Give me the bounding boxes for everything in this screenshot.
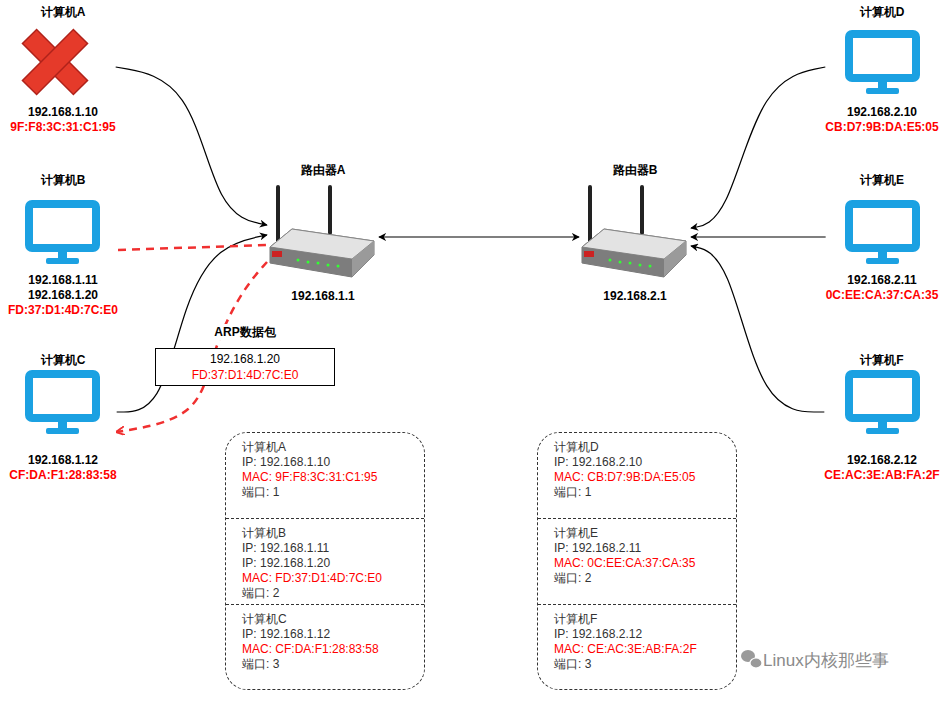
icon-spacer xyxy=(9,368,116,453)
failed-computer-cross xyxy=(22,29,87,94)
arp-reply-path xyxy=(118,245,267,250)
node-text: MAC: CE:AC:3E:AB:FA:2F xyxy=(554,642,720,657)
arp-reply-path xyxy=(117,262,267,432)
icon-spacer xyxy=(824,368,939,453)
node-text: 端口: 2 xyxy=(242,586,408,601)
node-text: 192.168.2.1 xyxy=(579,289,691,304)
computer-node: 计算机A 192.168.1.109F:F8:3C:31:C1:95 xyxy=(10,4,115,135)
node-text: 计算机A xyxy=(242,440,408,455)
icon-spacer xyxy=(10,20,115,105)
node-text: 计算机B xyxy=(242,526,408,541)
arp-packet-frame: 192.168.1.20FD:37:D1:4D:7C:E0 xyxy=(155,348,335,386)
icon-spacer xyxy=(267,178,379,289)
node-text: 端口: 1 xyxy=(242,485,408,500)
node-text: IP: 192.168.1.20 xyxy=(242,556,408,571)
node-text: 计算机C xyxy=(242,612,408,627)
node-text: 192.168.2.11 xyxy=(826,273,939,288)
node-title: 计算机D xyxy=(825,4,938,20)
router-icon xyxy=(270,185,374,277)
computer-node: 计算机F 192.168.2.12CE:AC:3E:AB:FA:2F xyxy=(824,352,939,483)
icon-spacer xyxy=(579,178,691,289)
node-text: IP: 192.168.2.10 xyxy=(554,455,720,470)
node-title: 计算机C xyxy=(9,352,116,368)
network-link xyxy=(379,236,579,237)
node-title: ARP数据包 xyxy=(211,324,278,340)
mac-table: 计算机DIP: 192.168.2.10MAC: CB:D7:9B:DA:E5:… xyxy=(537,432,737,690)
node-text: MAC: CF:DA:F1:28:83:58 xyxy=(242,642,408,657)
computer-icon xyxy=(849,34,916,94)
network-link xyxy=(691,236,826,237)
node-text: 192.168.1.20 xyxy=(8,288,118,303)
router-node: 路由器B 192.168.2.1 xyxy=(579,162,691,304)
node-title: 计算机A xyxy=(10,4,115,20)
mac-table: 计算机AIP: 192.168.1.10MAC: 9F:F8:3C:31:C1:… xyxy=(225,432,425,690)
mac-table-row: 计算机CIP: 192.168.1.12MAC: CF:DA:F1:28:83:… xyxy=(226,605,424,689)
node-text: 端口: 3 xyxy=(554,657,720,672)
node-title: 计算机B xyxy=(8,172,118,188)
arp-packet-box: ARP数据包 192.168.1.20FD:37:D1:4D:7C:E0 xyxy=(155,324,335,386)
node-text: 端口: 3 xyxy=(242,657,408,672)
node-text: IP: 192.168.2.12 xyxy=(554,627,720,642)
node-text: 计算机E xyxy=(554,526,720,541)
watermark: Linux内核那些事 xyxy=(763,649,889,672)
computer-node: 计算机B 192.168.1.11192.168.1.20FD:37:D1:4D:… xyxy=(8,172,118,318)
mac-table-row: 计算机FIP: 192.168.2.12MAC: CE:AC:3E:AB:FA:… xyxy=(538,605,736,689)
node-text: 192.168.1.10 xyxy=(10,105,115,120)
computer-icon xyxy=(29,374,96,434)
node-text: IP: 192.168.1.10 xyxy=(242,455,408,470)
network-link xyxy=(116,67,267,225)
icon-spacer xyxy=(8,188,118,273)
node-text: CF:DA:F1:28:83:58 xyxy=(9,468,116,483)
node-text: 计算机D xyxy=(554,440,720,455)
network-link xyxy=(691,67,825,228)
computer-icon xyxy=(849,374,916,434)
node-title: 计算机E xyxy=(826,172,939,188)
node-text: 192.168.2.12 xyxy=(824,453,939,468)
node-text: MAC: 0C:EE:CA:37:CA:35 xyxy=(554,556,720,571)
computer-node: 计算机D 192.168.2.10CB:D7:9B:DA:E5:05 xyxy=(825,4,938,135)
node-text: 192.168.1.12 xyxy=(9,453,116,468)
node-text: 计算机F xyxy=(554,612,720,627)
node-text: MAC: 9F:F8:3C:31:C1:95 xyxy=(242,470,408,485)
node-text: 192.168.1.11 xyxy=(8,273,118,288)
computer-node: 计算机E 192.168.2.110C:EE:CA:37:CA:35 xyxy=(826,172,939,303)
node-text: FD:37:D1:4D:7C:E0 xyxy=(8,303,118,318)
router-icon xyxy=(582,185,686,277)
node-text: MAC: CB:D7:9B:DA:E5:05 xyxy=(554,470,720,485)
node-text: 9F:F8:3C:31:C1:95 xyxy=(10,120,115,135)
node-text: IP: 192.168.2.11 xyxy=(554,541,720,556)
node-text: 端口: 2 xyxy=(554,571,720,586)
node-text: 端口: 1 xyxy=(554,485,720,500)
node-text: 192.168.1.20 xyxy=(156,351,334,367)
node-text: FD:37:D1:4D:7C:E0 xyxy=(156,367,334,383)
mac-table-row: 计算机BIP: 192.168.1.11IP: 192.168.1.20MAC:… xyxy=(226,519,424,605)
icon-spacer xyxy=(826,188,939,273)
wechat-icon xyxy=(741,650,762,668)
computer-node: 计算机C 192.168.1.12CF:DA:F1:28:83:58 xyxy=(9,352,116,483)
router-node: 路由器A 192.168.1.1 xyxy=(267,162,379,304)
mac-table-row: 计算机DIP: 192.168.2.10MAC: CB:D7:9B:DA:E5:… xyxy=(538,433,736,519)
node-text: 192.168.1.1 xyxy=(267,289,379,304)
node-text: MAC: FD:37:D1:4D:7C:E0 xyxy=(242,571,408,586)
node-title: 计算机F xyxy=(824,352,939,368)
computer-icon xyxy=(29,204,96,264)
node-text: CE:AC:3E:AB:FA:2F xyxy=(824,468,939,483)
computer-icon xyxy=(849,204,916,264)
node-text: IP: 192.168.1.12 xyxy=(242,627,408,642)
node-title: 路由器B xyxy=(579,162,691,178)
icon-spacer xyxy=(825,20,938,105)
mac-table-row: 计算机AIP: 192.168.1.10MAC: 9F:F8:3C:31:C1:… xyxy=(226,433,424,519)
node-text: IP: 192.168.1.11 xyxy=(242,541,408,556)
arp-heading-wrap: ARP数据包 xyxy=(155,324,335,348)
node-text: 192.168.2.10 xyxy=(825,105,938,120)
node-text: 0C:EE:CA:37:CA:35 xyxy=(826,288,939,303)
node-text: CB:D7:9B:DA:E5:05 xyxy=(825,120,938,135)
node-title: 路由器A xyxy=(267,162,379,178)
mac-table-row: 计算机EIP: 192.168.2.11MAC: 0C:EE:CA:37:CA:… xyxy=(538,519,736,605)
network-link xyxy=(691,246,824,412)
